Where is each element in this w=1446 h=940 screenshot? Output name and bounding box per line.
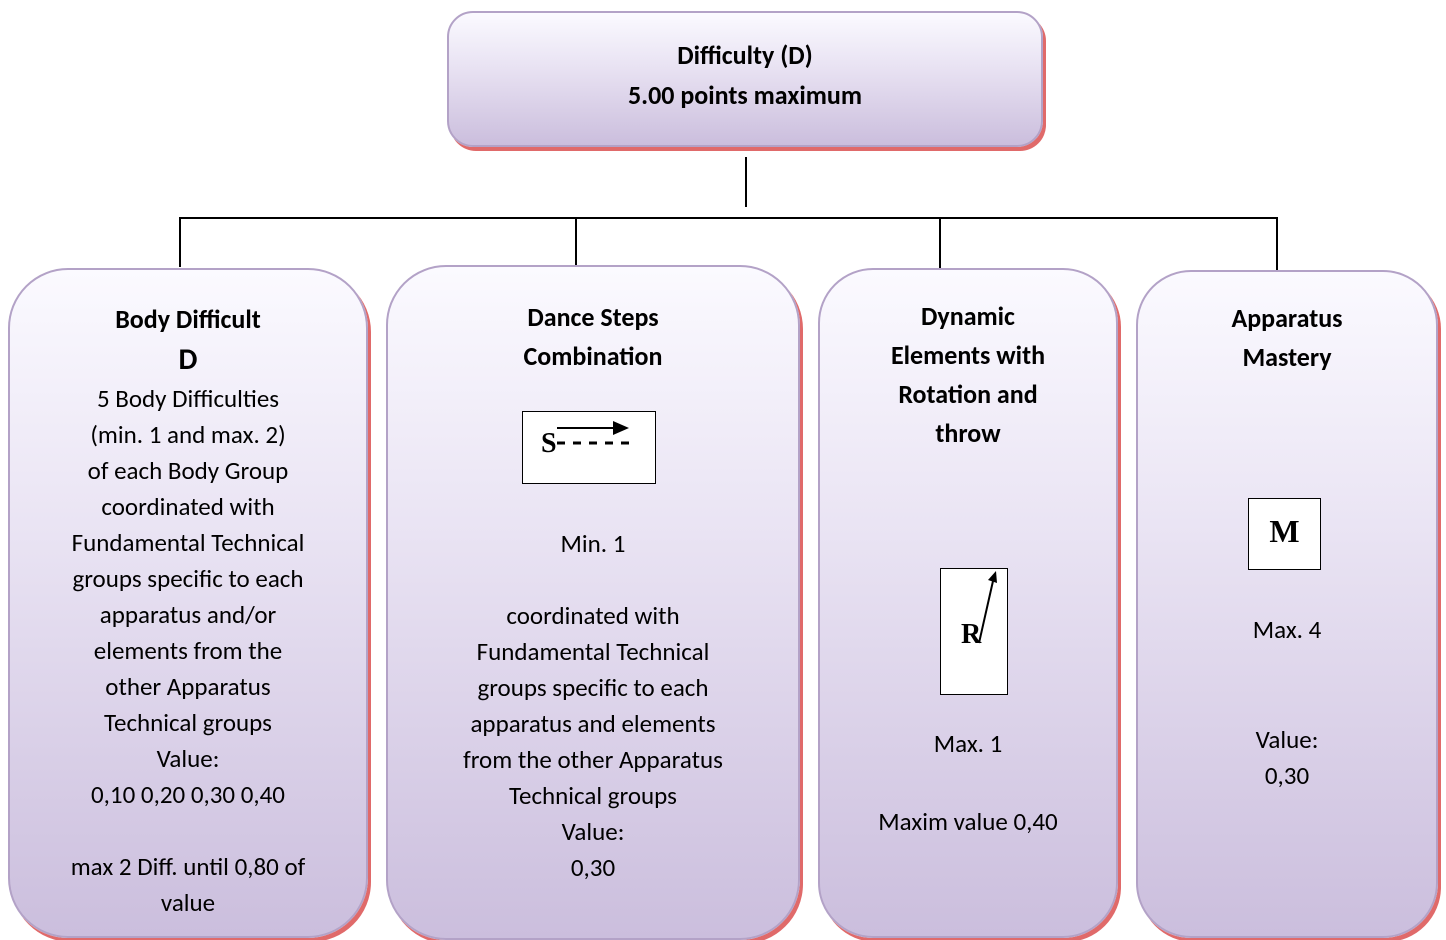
apparatus-mastery-title-2: Mastery: [1242, 341, 1332, 373]
body-difficulty-line: of each Body Group: [87, 455, 289, 486]
root-subtitle: 5.00 points maximum: [628, 79, 862, 111]
difficulty-root-box: Difficulty (D) 5.00 points maximum: [447, 11, 1043, 147]
body-difficulty-line: 0,10 0,20 0,30 0,40: [91, 779, 285, 810]
dynamic-elements-symbol: R: [940, 568, 1008, 695]
dynamic-elements-symbol-letter: R: [961, 619, 982, 650]
body-difficulty-line: Value:: [156, 743, 220, 774]
dance-steps-line: coordinated with: [506, 600, 680, 631]
dance-steps-line: Value:: [561, 816, 625, 847]
body-difficulty-title: Body Difficult: [115, 303, 261, 335]
dance-steps-line: 0,30: [570, 852, 616, 883]
dance-steps-title-2: Combination: [523, 340, 663, 372]
dynamic-elements-title-line: throw: [935, 417, 1001, 449]
connector-drop-4: [1276, 217, 1278, 270]
body-difficulty-line: coordinated with: [101, 491, 275, 522]
dance-steps-box: Dance Steps Combination S Min. 1 coordin…: [386, 265, 800, 940]
body-difficulty-line: apparatus and/or: [99, 599, 277, 630]
dance-steps-line: from the other Apparatus: [463, 744, 723, 775]
dance-steps-line: apparatus and elements: [470, 708, 716, 739]
body-difficulty-symbol: D: [178, 341, 198, 378]
dynamic-elements-max: Max. 1: [933, 728, 1003, 759]
apparatus-mastery-value-label: Value:: [1255, 724, 1319, 755]
body-difficulty-line: [10, 813, 366, 849]
connector-drop-2: [575, 217, 577, 265]
dance-steps-symbol-letter: S: [541, 428, 557, 459]
dynamic-elements-box: Dynamic Elements with Rotation and throw…: [818, 268, 1118, 938]
apparatus-mastery-box: Apparatus Mastery M Max. 4 Value: 0,30: [1136, 270, 1438, 938]
apparatus-mastery-symbol: M: [1248, 498, 1321, 570]
apparatus-mastery-value: 0,30: [1264, 760, 1310, 791]
dynamic-elements-title-line: Dynamic: [921, 300, 1015, 332]
dance-steps-min: Min. 1: [560, 528, 626, 559]
connector-drop-3: [939, 217, 941, 268]
dashed-arrow-icon: [557, 421, 629, 445]
connector-drop-1: [179, 217, 181, 267]
dance-steps-line: Fundamental Technical: [476, 636, 710, 667]
apparatus-mastery-symbol-letter: M: [1269, 513, 1300, 549]
connector-horizontal: [179, 217, 1278, 219]
body-difficulty-line: 5 Body Difficulties: [96, 383, 280, 414]
body-difficulty-line: groups specific to each: [72, 563, 304, 594]
dynamic-elements-title-line: Rotation and: [898, 378, 1038, 410]
apparatus-mastery-title-1: Apparatus: [1231, 302, 1343, 334]
body-difficulty-line: (min. 1 and max. 2): [90, 419, 286, 450]
body-difficulty-line: other Apparatus: [105, 671, 271, 702]
dance-steps-symbol: S: [522, 411, 656, 484]
dance-steps-line: groups specific to each: [477, 672, 709, 703]
root-title: Difficulty (D): [677, 39, 813, 71]
throw-arrow-icon: [978, 571, 997, 644]
body-difficulty-line: Technical groups: [104, 707, 272, 738]
body-difficulty-line: value: [160, 887, 216, 918]
body-difficulty-line: elements from the: [93, 635, 283, 666]
dynamic-elements-value: Maxim value 0,40: [878, 806, 1058, 837]
apparatus-mastery-max: Max. 4: [1252, 614, 1322, 645]
body-difficulty-box: Body Difficult D 5 Body Difficulties (mi…: [8, 268, 368, 938]
dance-steps-line: Technical groups: [509, 780, 677, 811]
connector-top-vertical: [745, 157, 747, 207]
body-difficulty-line: max 2 Diff. until 0,80 of: [70, 851, 306, 882]
dance-steps-title-1: Dance Steps: [527, 301, 659, 333]
body-difficulty-line: Fundamental Technical: [71, 527, 305, 558]
dynamic-elements-title-line: Elements with: [890, 339, 1046, 371]
